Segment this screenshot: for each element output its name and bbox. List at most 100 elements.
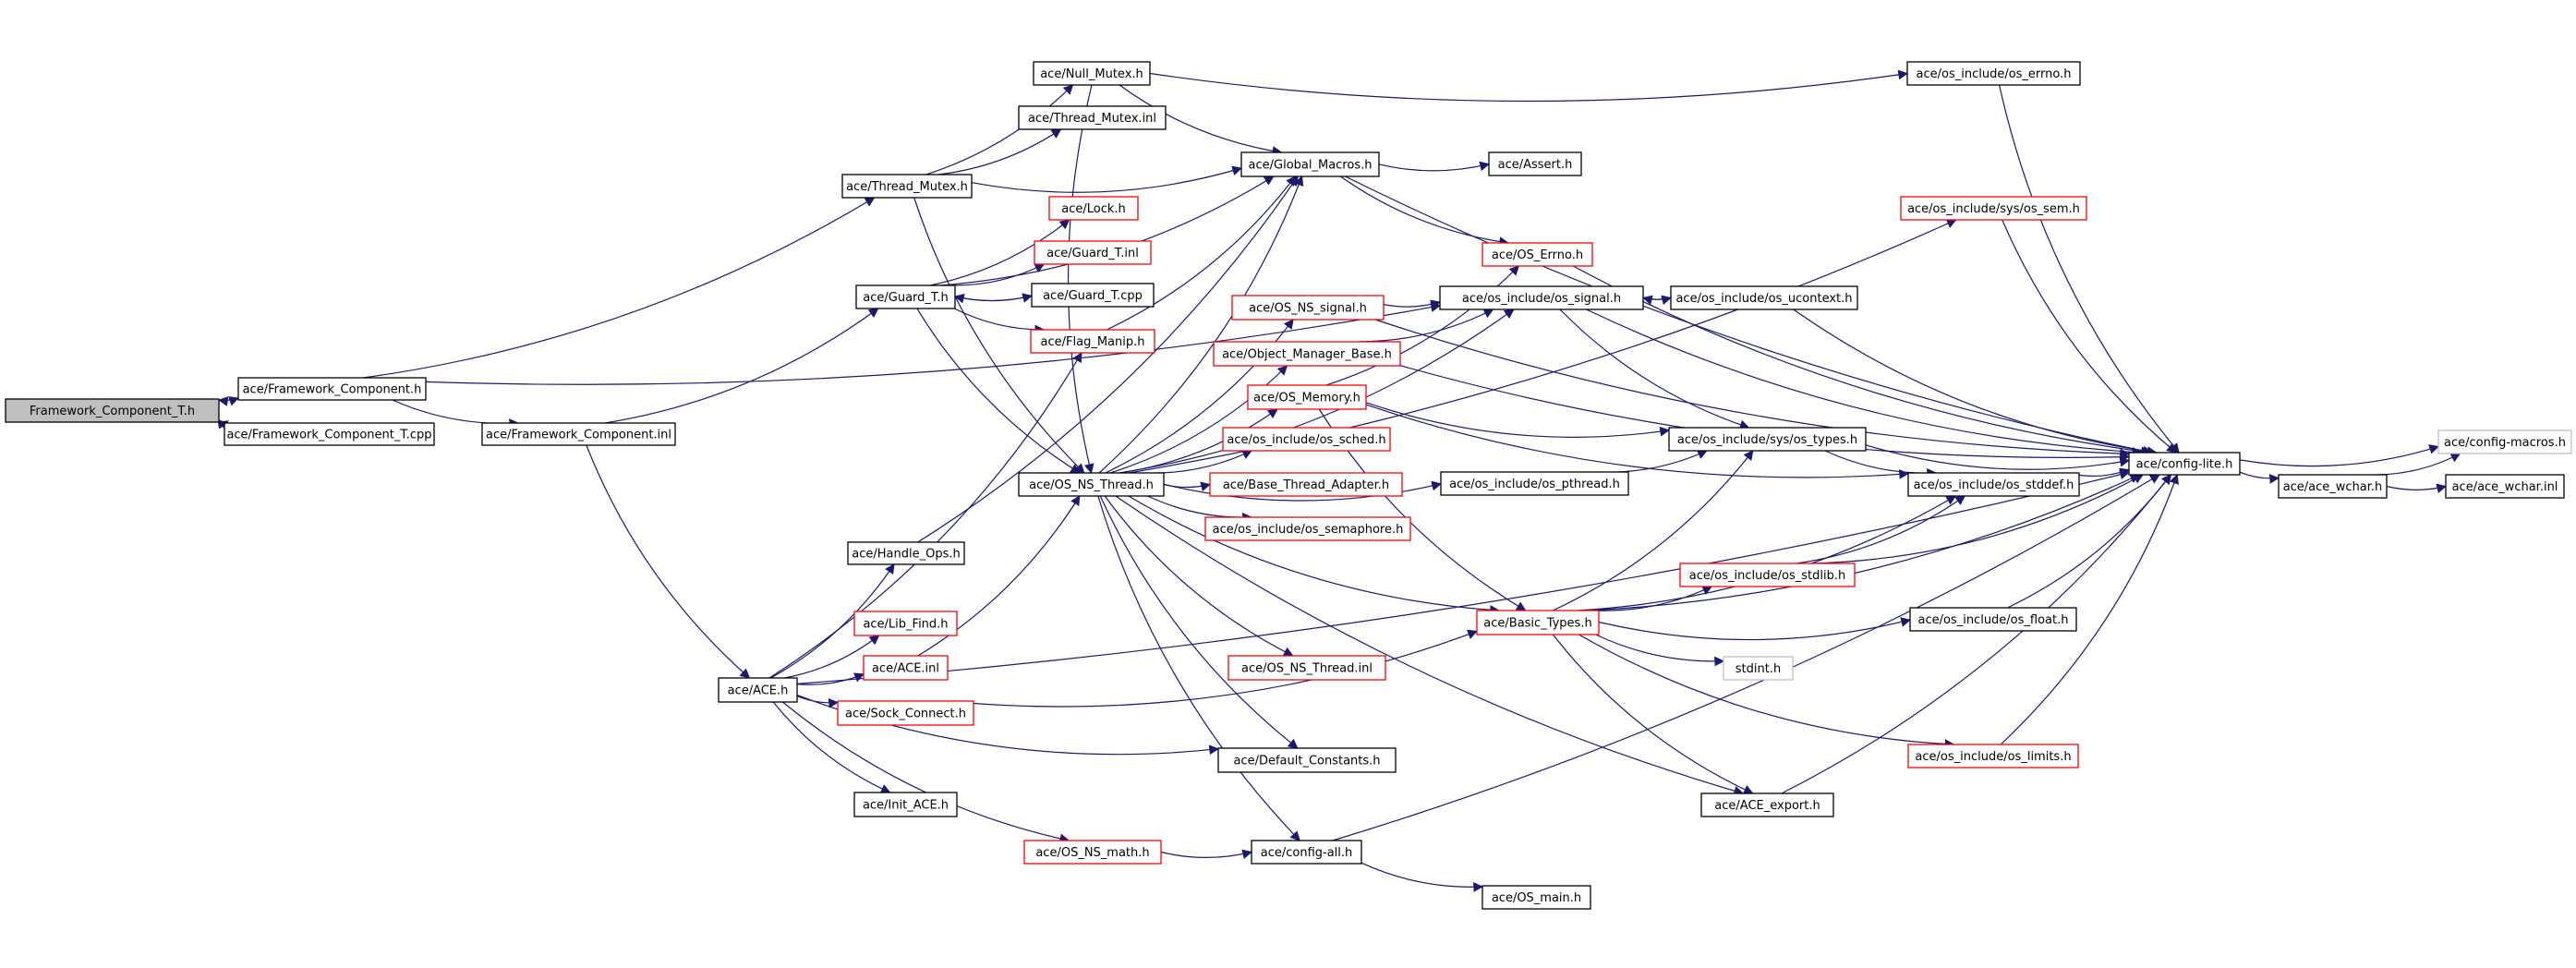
node-box (2278, 474, 2388, 499)
node-os-ns-thread-h[interactable]: ace/OS_NS_Thread.h (1018, 472, 1165, 497)
node-fc-inl[interactable]: ace/Framework_Component.inl (481, 422, 676, 446)
node-os-ns-math-h[interactable]: ace/OS_NS_math.h (1023, 840, 1162, 865)
node-layer: Framework_Component_T.hace/Framework_Com… (5, 61, 2572, 910)
edge-config_lite_h-to-ace_wchar_h (2239, 471, 2280, 484)
node-guard-t-inl[interactable]: ace/Guard_T.inl (1034, 240, 1152, 265)
node-os-stddef-h[interactable]: ace/os_include/os_stddef.h (1907, 472, 2080, 497)
node-ace-inl[interactable]: ace/ACE.inl (863, 655, 949, 681)
node-box (1018, 105, 1167, 130)
edge-config_all_h-to-config_lite_h (1332, 474, 2160, 841)
edge-guard_t_h-to-guard_t_inl (954, 263, 1046, 286)
node-os-limits-h[interactable]: ace/os_include/os_limits.h (1907, 744, 2079, 768)
node-label: ace/os_include/os_errno.h (1917, 67, 2072, 81)
node-box (841, 174, 973, 199)
node-os-semaphore-h[interactable]: ace/os_include/os_semaphore.h (1204, 516, 1411, 541)
node-box (1723, 656, 1794, 681)
edge-os_errno_cap_h-to-config_lite_h (1572, 265, 2151, 457)
node-label: ace/os_include/os_pthread.h (1449, 478, 1620, 491)
edge-os_ns_thread_h-to-os_signal_h (1119, 309, 1515, 474)
node-ace-h[interactable]: ace/ACE.h (718, 677, 798, 703)
edge-global_macros_h-to-assert_h (1378, 161, 1491, 172)
node-box (1670, 285, 1858, 310)
node-os-stdlib-h[interactable]: ace/os_include/os_stdlib.h (1679, 563, 1856, 587)
node-label: ace/os_include/os_signal.h (1462, 292, 1621, 306)
node-fc-h[interactable]: ace/Framework_Component.h (237, 377, 427, 401)
node-thread-mutex-h[interactable]: ace/Thread_Mutex.h (841, 174, 973, 199)
node-box (1476, 610, 1600, 635)
node-guard-t-cpp[interactable]: ace/Guard_T.cpp (1031, 283, 1155, 308)
edge-os_ucontext_h-to-os_signal_h (1641, 295, 1672, 306)
edge-basic_types_h-to-config_lite_h (1586, 474, 2141, 611)
node-thread-mutex-inl[interactable]: ace/Thread_Mutex.inl (1018, 105, 1167, 130)
edge-fc_h-to-fc_inl (392, 399, 520, 429)
node-config-lite-h[interactable]: ace/config-lite.h (2128, 452, 2241, 476)
node-lib-find-h[interactable]: ace/Lib_Find.h (853, 611, 958, 636)
node-sock-connect-h[interactable]: ace/Sock_Connect.h (837, 700, 974, 726)
node-config-all-h[interactable]: ace/config-all.h (1251, 840, 1362, 865)
edge-os_signal_h-to-sys_os_types_h (1559, 309, 1750, 430)
node-os-errno-cap-h[interactable]: ace/OS_Errno.h (1482, 242, 1593, 267)
node-ace-export-h[interactable]: ace/ACE_export.h (1700, 793, 1834, 817)
node-sys-os-types-h[interactable]: ace/os_include/sys/os_types.h (1668, 427, 1867, 452)
node-ace-wchar-h[interactable]: ace/ace_wchar.h (2278, 474, 2388, 499)
node-ace-wchar-inl[interactable]: ace/ace_wchar.inl (2445, 474, 2565, 499)
node-label: ace/ace_wchar.h (2283, 480, 2383, 494)
node-box (2128, 452, 2241, 476)
node-root[interactable]: Framework_Component_T.h (5, 398, 220, 423)
node-os-errno-h[interactable]: ace/os_include/os_errno.h (1906, 61, 2081, 86)
node-handle-ops-h[interactable]: ace/Handle_Ops.h (847, 541, 965, 565)
node-os-sched-h[interactable]: ace/os_include/os_sched.h (1222, 427, 1391, 452)
node-assert-h[interactable]: ace/Assert.h (1488, 151, 1582, 176)
node-obj-mgr-base-h[interactable]: ace/Object_Manager_Base.h (1213, 341, 1401, 367)
edge-guard_t_cpp-to-guard_t_h (953, 293, 1033, 304)
node-flag-manip-h[interactable]: ace/Flag_Manip.h (1030, 329, 1155, 354)
node-lock-h[interactable]: ace/Lock.h (1048, 196, 1139, 221)
node-os-signal-h[interactable]: ace/os_include/os_signal.h (1439, 285, 1644, 310)
edge-os_ns_signal_h-to-config_lite_h (1374, 319, 2131, 459)
node-fct-cpp[interactable]: ace/Framework_Component_T.cpp (224, 422, 435, 446)
node-box (1228, 655, 1386, 681)
node-guard-t-h[interactable]: ace/Guard_T.h (855, 284, 956, 309)
node-os-ns-thread-inl[interactable]: ace/OS_NS_Thread.inl (1228, 655, 1386, 681)
node-null-mutex-h[interactable]: ace/Null_Mutex.h (1033, 61, 1151, 86)
edge-os_errno_h-to-config_lite_h (1999, 84, 2180, 454)
node-box (1909, 607, 2077, 632)
edge-ace_export_h-to-config_lite_h (1781, 474, 2171, 794)
node-basic-types-h[interactable]: ace/Basic_Types.h (1476, 610, 1600, 635)
node-base-thread-adapter-h[interactable]: ace/Base_Thread_Adapter.h (1209, 472, 1403, 497)
node-stdint-h[interactable]: stdint.h (1723, 656, 1794, 681)
edge-ace_h-to-handle_ops_h (770, 563, 895, 679)
node-label: ace/Init_ACE.h (863, 799, 949, 813)
node-box (224, 422, 435, 446)
node-os-float-h[interactable]: ace/os_include/os_float.h (1909, 607, 2077, 632)
node-os-sem-h[interactable]: ace/os_include/sys/os_sem.h (1900, 196, 2087, 221)
node-box (1247, 384, 1367, 410)
node-label: ace/Base_Thread_Adapter.h (1223, 478, 1389, 492)
node-os-main-h[interactable]: ace/OS_main.h (1482, 885, 1591, 910)
node-config-macros-h[interactable]: ace/config-macros.h (2437, 430, 2572, 454)
node-os-memory-h[interactable]: ace/OS_Memory.h (1247, 384, 1367, 410)
edge-basic_types_h-to-os_stddef_h (1577, 495, 1957, 611)
node-default-constants-h[interactable]: ace/Default_Constants.h (1217, 747, 1397, 773)
node-box (1907, 744, 2079, 768)
node-box (1217, 747, 1397, 773)
node-label: ace/ace_wchar.inl (2452, 480, 2558, 494)
node-os-pthread-h[interactable]: ace/os_include/os_pthread.h (1440, 471, 1629, 496)
node-label: ace/config-macros.h (2444, 436, 2566, 450)
edge-os_ns_thread_h-to-basic_types_h (1128, 495, 1501, 615)
edge-os_signal_h-to-config_lite_h (1586, 309, 2143, 457)
node-init-ace-h[interactable]: ace/Init_ACE.h (853, 792, 958, 817)
node-label: ace/Lock.h (1061, 202, 1126, 216)
edge-thread_mutex_h-to-os_ns_thread_h (913, 197, 1085, 474)
edge-os_ns_thread_h-to-obj_mgr_base_h (1109, 365, 1288, 474)
edge-os_ns_thread_h-to-config_all_h (1097, 495, 1300, 841)
node-label: ace/config-all.h (1261, 846, 1353, 860)
node-global-macros-h[interactable]: ace/Global_Macros.h (1240, 151, 1380, 177)
node-os-ns-signal-h[interactable]: ace/OS_NS_signal.h (1231, 295, 1385, 321)
edge-os_stdlib_h-to-config_lite_h (1810, 474, 2144, 564)
node-os-ucontext-h[interactable]: ace/os_include/os_ucontext.h (1670, 285, 1858, 310)
node-label: ace/Guard_T.h (863, 291, 948, 305)
node-label: ace/Handle_Ops.h (852, 548, 960, 562)
node-box (1440, 471, 1629, 496)
